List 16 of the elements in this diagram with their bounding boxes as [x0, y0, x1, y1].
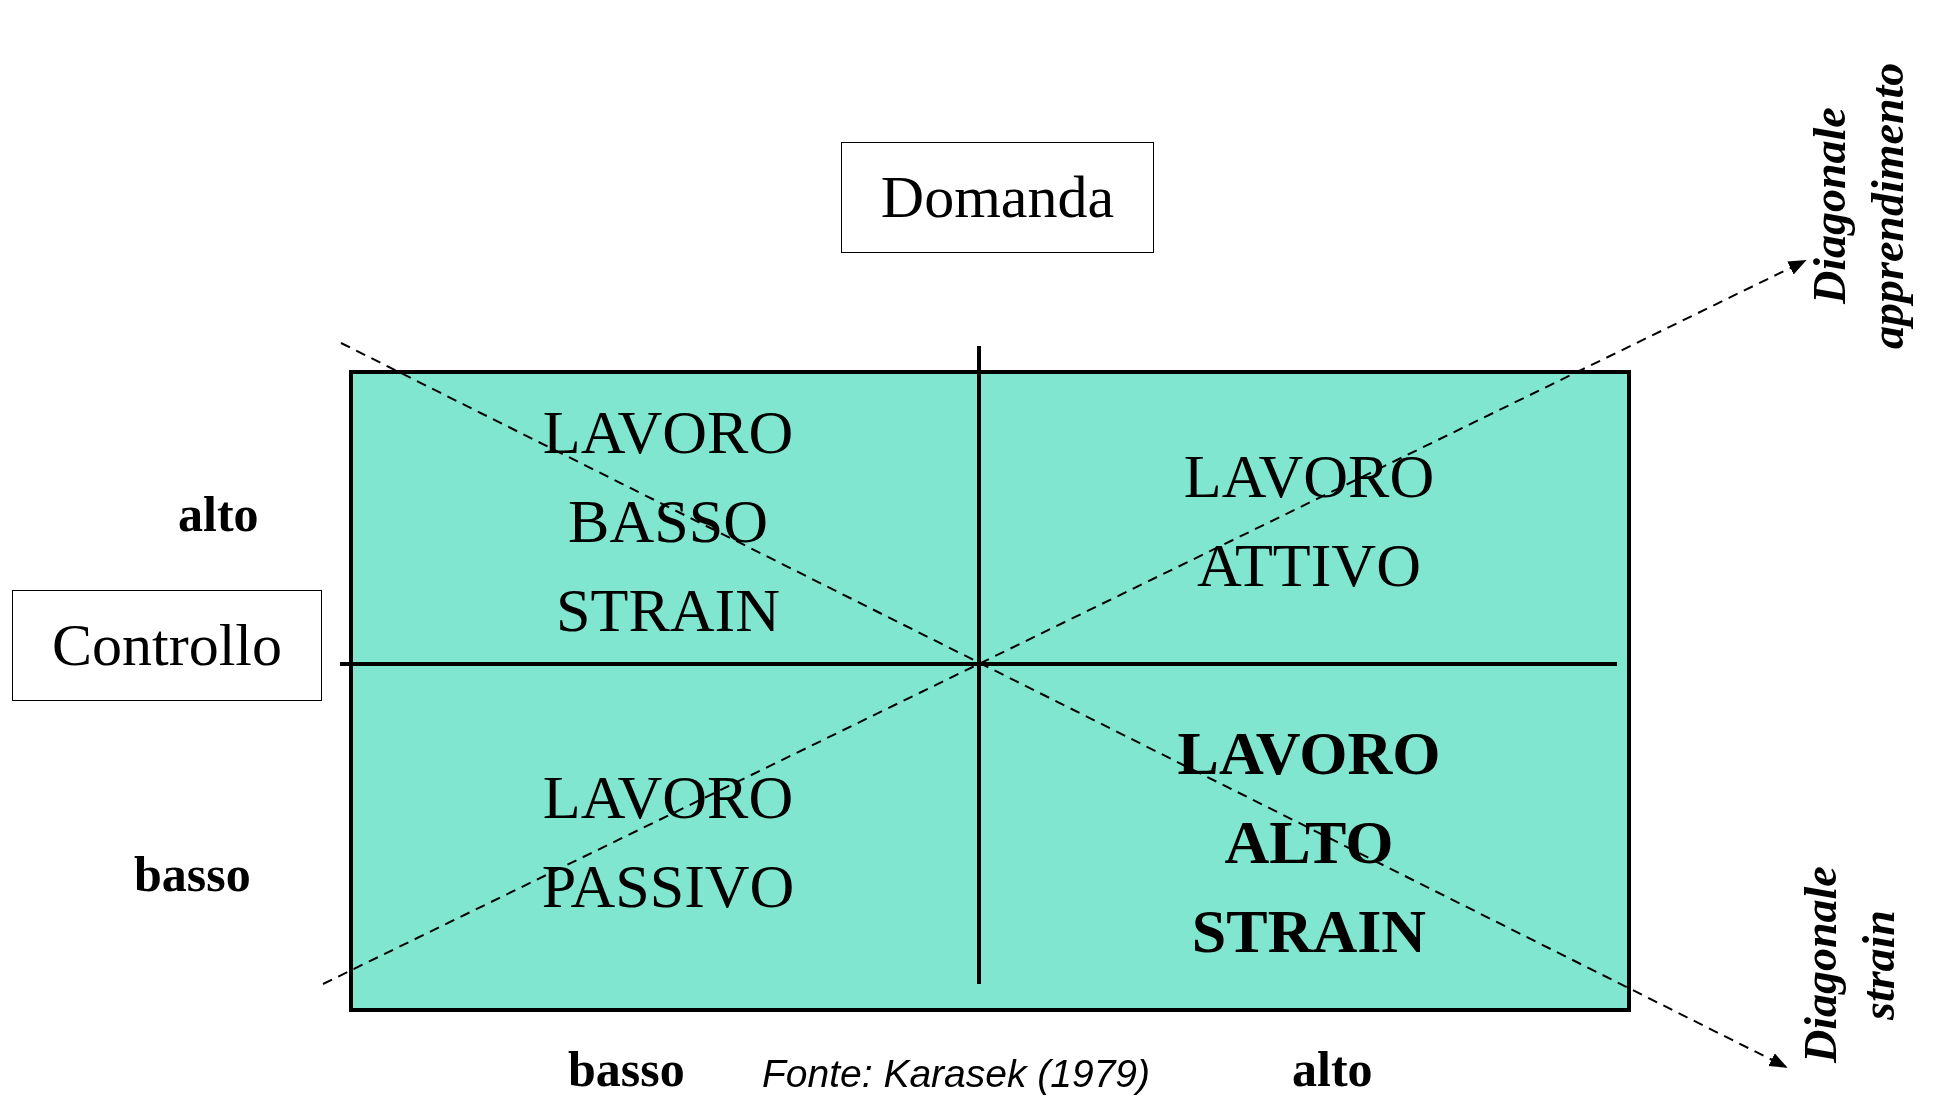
quadrant-label: LAVORO ALTO STRAIN [1176, 717, 1442, 967]
dashed-arrow [322, 259, 1807, 985]
dashed-arrow [340, 342, 1788, 1068]
axis-level-label: basso [134, 845, 251, 903]
quadrant-label: LAVORO BASSO STRAIN [541, 396, 795, 646]
axis-title-box: Controllo [12, 590, 322, 701]
axis-title-box: Domanda [841, 142, 1154, 253]
matrix-background [349, 370, 1631, 1012]
axis-level-label: alto [1292, 1040, 1373, 1098]
diagonal-label: Diagonale strain [1794, 865, 1905, 1066]
diagonal-label: Diagonale apprendimento [1803, 61, 1914, 351]
quadrant-label: LAVORO ATTIVO [1182, 441, 1436, 601]
quadrant-label: LAVORO PASSIVO [540, 762, 796, 922]
axis-level-label: basso [568, 1040, 685, 1098]
axis-level-label: alto [178, 485, 259, 543]
source-caption: Fonte: Karasek (1979) [762, 1052, 1151, 1096]
